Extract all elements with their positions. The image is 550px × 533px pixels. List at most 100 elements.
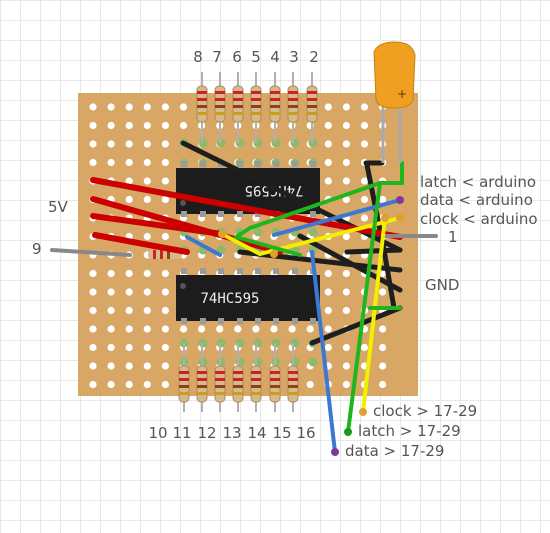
clock-output-label: clock > 17-29 <box>373 402 477 420</box>
chip-pin <box>292 268 298 274</box>
board-hole <box>125 140 133 148</box>
chip-pin <box>292 318 298 324</box>
board-hole <box>161 158 169 167</box>
board-hole <box>125 158 133 167</box>
solder-pad <box>235 357 245 367</box>
board-hole <box>324 140 332 148</box>
board-hole <box>161 380 169 389</box>
solder-pad <box>253 138 263 148</box>
board-hole <box>143 362 151 370</box>
board-hole <box>324 158 332 167</box>
pin-number-label: 3 <box>289 48 299 66</box>
board-hole <box>125 103 133 111</box>
board-hole <box>161 140 169 148</box>
chip-pin <box>218 268 224 274</box>
board-hole <box>161 306 169 315</box>
resistor <box>214 72 226 143</box>
pin-number-label: 13 <box>222 424 241 442</box>
pin-number-label: 4 <box>270 48 280 66</box>
board-hole <box>360 177 369 185</box>
board-hole <box>379 343 387 352</box>
pin-number-label: 10 <box>148 424 167 442</box>
solder-pad <box>308 357 318 367</box>
red-power-wires <box>90 177 403 255</box>
board-hole <box>379 288 387 296</box>
board-hole <box>143 343 151 352</box>
board-hole <box>89 140 97 148</box>
solder-pad <box>253 357 263 367</box>
chip-pin <box>218 211 224 217</box>
board-hole <box>107 380 115 389</box>
board-hole <box>379 195 387 204</box>
board-hole <box>143 121 151 130</box>
board-hole <box>89 269 97 278</box>
board-hole <box>161 343 169 352</box>
pin-number-label: 16 <box>296 424 315 442</box>
board-hole <box>379 380 387 389</box>
latch-output-label: latch > 17-29 <box>358 422 461 440</box>
board-hole <box>379 362 387 370</box>
board-hole <box>143 288 151 296</box>
pin-number-label: 7 <box>212 48 222 66</box>
board-hole <box>161 177 169 185</box>
lower-shift-register-chip: 74HC595 <box>176 275 320 321</box>
pin-number-label: 11 <box>172 424 191 442</box>
chip-pin <box>181 268 187 274</box>
board-hole <box>161 232 169 241</box>
resistor <box>287 72 299 143</box>
chip-pins <box>181 161 316 324</box>
board-hole <box>360 121 369 130</box>
chip-pin <box>292 161 298 167</box>
board-hole <box>324 177 332 185</box>
board-hole <box>107 306 115 315</box>
board-hole <box>125 343 133 352</box>
board-hole <box>342 380 350 389</box>
clock-input-label: clock < arduino <box>420 210 538 228</box>
board-hole <box>342 177 350 185</box>
board-hole <box>125 362 133 370</box>
pin-number-label: 6 <box>232 48 242 66</box>
wire-endpoints <box>218 196 404 456</box>
board-hole <box>342 140 350 148</box>
chip-pin <box>237 211 243 217</box>
board-hole <box>107 158 115 167</box>
board-hole <box>89 306 97 315</box>
resistor <box>232 72 244 143</box>
board-hole <box>198 325 206 333</box>
board-hole <box>161 362 169 370</box>
board-hole <box>107 103 115 111</box>
board-hole <box>125 177 133 185</box>
data-input-label: data < arduino <box>420 191 533 209</box>
chip-pin <box>310 161 316 167</box>
solder-pad <box>253 227 263 237</box>
board-hole <box>143 177 151 185</box>
board-hole <box>107 343 115 352</box>
board-hole <box>107 140 115 148</box>
board-hole <box>360 343 369 352</box>
chip-pin <box>181 211 187 217</box>
board-hole <box>125 121 133 130</box>
resistor <box>196 343 208 412</box>
resistor <box>306 72 318 143</box>
board-hole <box>324 343 332 352</box>
board-hole <box>161 195 169 204</box>
pin-number-label: 8 <box>193 48 203 66</box>
board-hole <box>89 362 97 370</box>
board-hole <box>161 269 169 278</box>
chip-pin <box>237 268 243 274</box>
resistor <box>232 343 244 412</box>
board-hole <box>125 380 133 389</box>
board-hole <box>379 325 387 333</box>
chip-pin <box>273 318 279 324</box>
green-latch-wires <box>234 161 404 434</box>
chip-pin <box>273 268 279 274</box>
electrolytic-capacitor: + <box>373 41 416 163</box>
chip-pin <box>237 318 243 324</box>
board-hole <box>306 380 314 389</box>
board-hole <box>234 325 242 333</box>
solder-pad <box>253 338 263 348</box>
board-hole <box>89 103 97 111</box>
board-hole <box>360 140 369 148</box>
board-hole <box>161 288 169 296</box>
board-hole <box>143 103 151 111</box>
